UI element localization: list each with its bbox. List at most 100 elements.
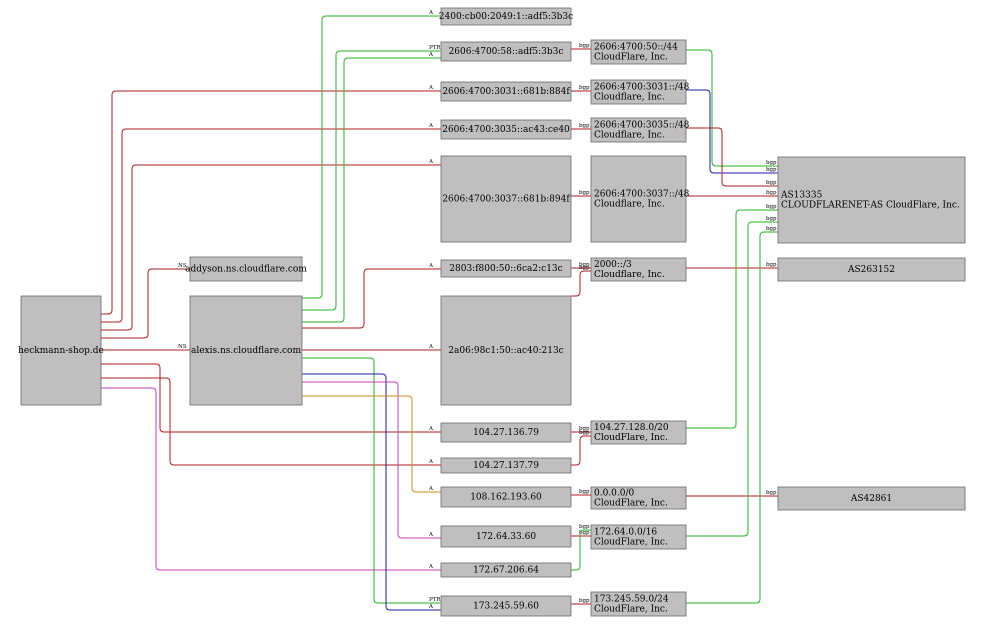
node-label: 2606:4700:3031::681b:884f [442, 87, 570, 97]
edge-label: bgp [766, 160, 777, 166]
node-ip_104_136[interactable]: 104.27.136.79 [440, 422, 572, 443]
edge-label: A [428, 459, 434, 465]
node-box[interactable] [440, 595, 572, 617]
node-ip_104_137[interactable]: 104.27.137.79 [440, 457, 572, 474]
node-domain[interactable]: heckmann-shop.de [18, 295, 104, 406]
edge-ip_104_137-pfx_104: bgp [571, 430, 591, 466]
node-label: 173.245.59.60 [473, 602, 539, 612]
edge-label: bgp [579, 262, 590, 268]
node-box[interactable] [440, 295, 572, 406]
edge-label: bgp [766, 216, 777, 222]
node-box[interactable] [590, 420, 687, 445]
node-box[interactable] [440, 155, 572, 243]
edge-label: bgp [579, 426, 590, 432]
node-label: 172.64.0.0/16 [594, 528, 657, 538]
node-ip_173[interactable]: 173.245.59.60 [440, 595, 572, 617]
edge-pfx_172-as13335: bgp [686, 216, 778, 537]
node-ip_2400[interactable]: 2400:cb00:2049:1::adf5:3b3c [439, 7, 573, 26]
node-box[interactable] [590, 155, 687, 243]
node-box[interactable] [440, 562, 572, 578]
node-label: Cloudflare, Inc. [594, 93, 665, 103]
node-ns1[interactable]: addyson.ns.cloudflare.com [185, 256, 307, 282]
edge-pfx_2606_50-as13335: bgp [686, 49, 778, 167]
node-box[interactable] [20, 295, 102, 406]
node-ip_2803[interactable]: 2803:f800:50::6ca2:c13c [440, 259, 572, 278]
edge-domain-ip_104_137: A [101, 377, 441, 466]
node-box[interactable] [440, 259, 572, 278]
edge-pfx_173-as13335: bgp [686, 226, 778, 604]
edge-label: bgp [766, 180, 777, 186]
node-box[interactable] [590, 257, 687, 282]
node-ip_3031[interactable]: 2606:4700:3031::681b:884f [440, 81, 572, 102]
edge-ns2-ip_2a06: A [302, 344, 441, 351]
edge-ip_108-pfx_0: bgp [571, 489, 591, 496]
node-box[interactable] [440, 422, 572, 443]
node-box[interactable] [440, 486, 572, 508]
edge-domain-ip_3035: A [101, 123, 441, 323]
node-label: CloudFlare, Inc. [594, 53, 668, 63]
edge-label: PTR [429, 597, 441, 603]
node-label: 2606:4700:3031::/48 [594, 83, 690, 93]
edge-ip_173-pfx_173: bgp [571, 598, 591, 605]
edge-label: bgp [579, 489, 590, 495]
node-label: addyson.ns.cloudflare.com [185, 265, 307, 275]
node-box[interactable] [189, 256, 303, 282]
node-box[interactable] [777, 486, 966, 511]
node-box[interactable] [777, 257, 966, 282]
node-ip_108[interactable]: 108.162.193.60 [440, 486, 572, 508]
node-label: 2400:cb00:2049:1::adf5:3b3c [439, 12, 573, 22]
node-box[interactable] [440, 81, 572, 102]
edges-layer: AAANSNSAAAAPTRAAAPTRAAAbgpbgpbgpbgpbgpbg… [101, 10, 778, 611]
edge-label: A [428, 486, 434, 492]
node-label: AS263152 [847, 265, 895, 275]
node-ns2[interactable]: alexis.ns.cloudflare.com [189, 295, 303, 406]
node-box[interactable] [440, 457, 572, 474]
edge-label: A [428, 564, 434, 570]
node-box[interactable] [590, 117, 687, 143]
node-ip_3035[interactable]: 2606:4700:3035::ac43:ce40 [440, 119, 572, 140]
node-box[interactable] [777, 156, 966, 244]
node-label: Cloudflare, Inc. [594, 270, 665, 280]
edge-label: bgp [579, 430, 590, 436]
edge-label: A [428, 604, 434, 610]
node-box[interactable] [590, 524, 687, 550]
node-box[interactable] [189, 295, 303, 406]
node-label: alexis.ns.cloudflare.com [191, 346, 301, 356]
node-as263152[interactable]: AS263152 [777, 257, 966, 282]
edge-label: bgp [579, 123, 590, 129]
node-label: 2606:4700:3035::/48 [594, 121, 690, 131]
node-ip_2606_58[interactable]: 2606:4700:58::adf5:3b3c [440, 41, 572, 62]
node-box[interactable] [440, 7, 572, 26]
edge-domain-ip_3031: A [101, 85, 441, 315]
edge-ns2-ip_172_64: A [302, 381, 441, 539]
edge-ip_172_64-pfx_172: bgp [571, 530, 591, 537]
node-ip_172_67[interactable]: 172.67.206.64 [440, 562, 572, 578]
node-ip_2a06[interactable]: 2a06:98c1:50::ac40:213c [440, 295, 572, 406]
node-label: 2606:4700:58::adf5:3b3c [449, 47, 564, 57]
edge-label: bgp [766, 190, 777, 196]
node-label: Cloudflare, Inc. [594, 200, 665, 210]
node-ip_3037[interactable]: 2606:4700:3037::681b:894f [440, 155, 572, 243]
node-box[interactable] [590, 79, 687, 105]
node-box[interactable] [590, 486, 687, 510]
node-box[interactable] [440, 41, 572, 62]
node-ip_172_64[interactable]: 172.64.33.60 [440, 525, 572, 548]
node-as42861[interactable]: AS42861 [777, 486, 966, 511]
node-box[interactable] [440, 119, 572, 140]
node-box[interactable] [590, 39, 687, 65]
node-box[interactable] [440, 525, 572, 548]
node-label: CloudFlare, Inc. [594, 499, 668, 509]
node-box[interactable] [590, 591, 687, 617]
edge-label: bgp [579, 265, 590, 271]
